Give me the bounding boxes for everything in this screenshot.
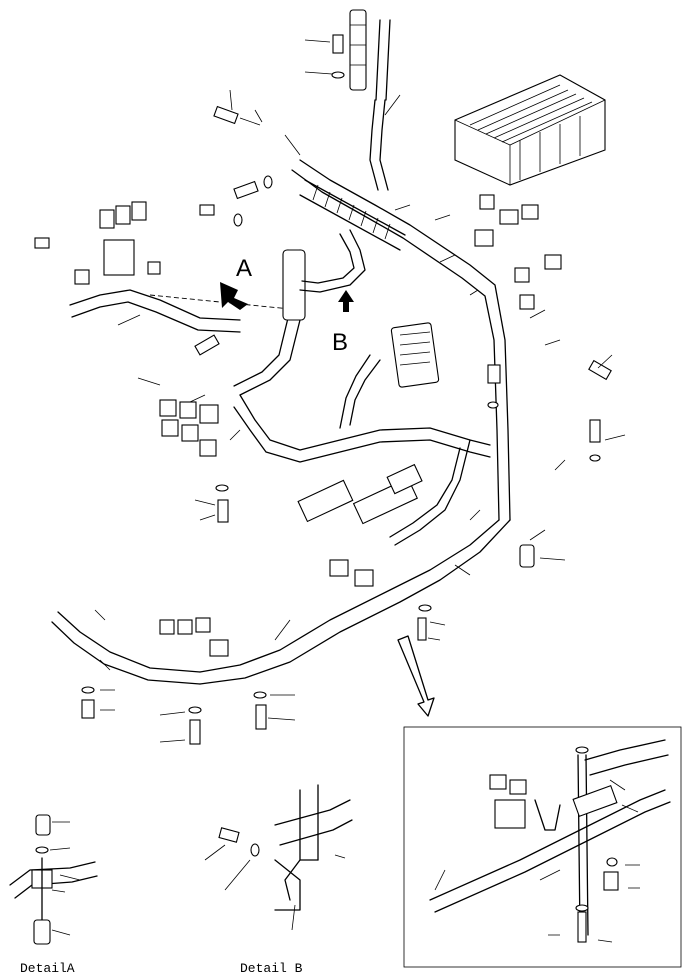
corrugated-tube bbox=[299, 179, 406, 251]
view-arrow-b bbox=[338, 290, 354, 312]
detail-a-caption: DetailA bbox=[20, 961, 75, 976]
relay-cluster-mid-left bbox=[159, 399, 219, 457]
inset-detail bbox=[429, 739, 671, 943]
detail-a-drawing bbox=[9, 814, 98, 945]
relay-cluster-right bbox=[474, 194, 562, 310]
relay-cluster-bottom bbox=[159, 559, 374, 657]
left-harness-branch bbox=[69, 249, 306, 396]
fasteners bbox=[34, 34, 612, 745]
inset-pointer-arrow bbox=[397, 635, 435, 717]
connector-blocks bbox=[297, 9, 440, 525]
inset-frame bbox=[403, 726, 682, 968]
detail-b-caption: Detail B bbox=[240, 961, 303, 976]
relay-cluster-left bbox=[74, 201, 161, 285]
center-harness bbox=[233, 354, 491, 546]
upper-harness bbox=[299, 19, 391, 293]
detail-b-drawing bbox=[204, 784, 353, 931]
view-arrow-a bbox=[220, 282, 248, 310]
view-label-b: B bbox=[332, 329, 348, 356]
view-label-a: A bbox=[236, 255, 252, 282]
leader-lines bbox=[94, 89, 626, 743]
main-harness-trunk bbox=[51, 159, 511, 685]
controller-box bbox=[454, 74, 606, 186]
